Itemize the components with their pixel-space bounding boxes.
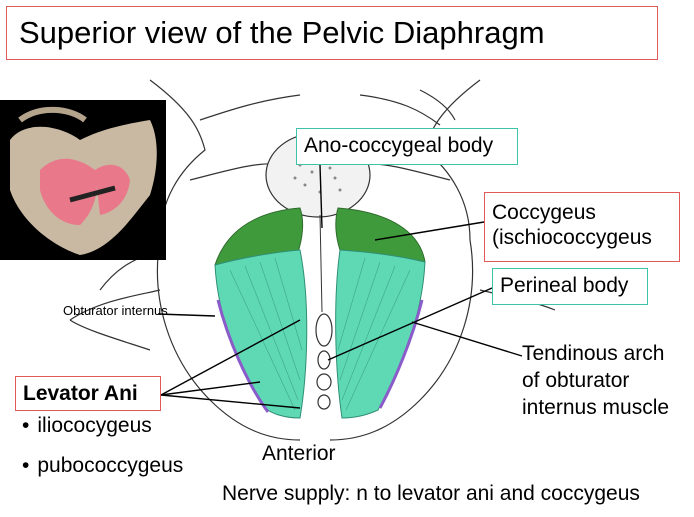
pelvic-openings [315, 313, 333, 410]
tendinous-arch-label: Tendinous arch of obturator internus mus… [522, 342, 670, 419]
nerve-supply-label: Nerve supply: n to levator ani and coccy… [222, 482, 640, 505]
levator-parts-list: iliococygeus pubococcygeus [22, 414, 183, 494]
ano-coccygeal-body-label: Ano-coccygeal body [296, 128, 518, 165]
coccygeus-label: Coccygeus (ischiococcygeus [484, 192, 680, 262]
list-item: iliococygeus [22, 414, 183, 454]
median-line [319, 214, 323, 313]
levator-ani-label: Levator Ani [15, 376, 161, 411]
page-title: Superior view of the Pelvic Diaphragm [6, 6, 658, 60]
tendinous-arch-left [216, 299, 270, 413]
pointer-lines [157, 164, 523, 409]
pelvis-model-photo [0, 100, 166, 260]
anterior-label: Anterior [262, 442, 336, 465]
perineal-body-label: Perineal body [492, 268, 648, 305]
obturator-internus-label: Obturator internus [63, 303, 168, 318]
list-item: pubococcygeus [22, 454, 183, 494]
tendinous-arch-right [378, 299, 424, 409]
levator-ani-right [335, 249, 426, 419]
